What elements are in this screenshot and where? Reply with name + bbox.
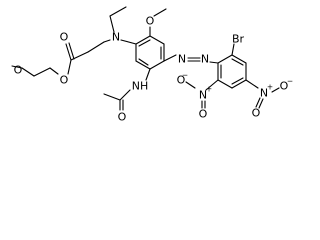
bond	[231, 77, 244, 85]
atom-label-nitro-nitrogen-para: N	[260, 87, 268, 100]
bond	[135, 60, 151, 70]
bond	[49, 67, 59, 75]
bond	[119, 89, 131, 101]
charge-minus-para-nitro: −	[287, 77, 293, 86]
atom-label-nitro-oxygen-anion-lower: O	[177, 74, 186, 87]
bond	[67, 59, 72, 75]
bond	[21, 67, 35, 77]
atom-label-azo-nitrogen-2: N	[201, 53, 209, 66]
atom-label-carbonyl-oxygen: O	[60, 31, 69, 44]
bond	[109, 15, 115, 33]
bond	[271, 87, 280, 93]
bond	[135, 35, 151, 45]
bonds	[11, 6, 280, 111]
bond	[163, 54, 177, 62]
bond	[217, 79, 233, 89]
bond	[70, 51, 89, 61]
bond	[120, 39, 137, 45]
bond	[138, 58, 149, 66]
charge-minus-lower-nitro: −	[182, 71, 188, 80]
atom-label-amide-oxygen: O	[118, 111, 127, 124]
atom-label-nitro-oxygen-anion-para: O	[280, 80, 289, 93]
atom-label-ester-oxygen: O	[60, 74, 69, 87]
bond	[217, 54, 233, 64]
bond	[149, 35, 165, 45]
bond	[145, 68, 151, 81]
bond	[209, 61, 219, 64]
bond	[185, 81, 196, 89]
atom-label-ring-methoxy-oxygen: O	[146, 15, 155, 28]
bond	[87, 41, 105, 53]
charge-plus-lower-nitro: +	[206, 85, 212, 94]
bond	[11, 65, 23, 69]
bond	[153, 8, 167, 17]
bond	[68, 42, 75, 60]
bond	[205, 79, 219, 91]
charge-labels: + − + −	[182, 71, 293, 94]
atom-label-amide-nitrogen: NH	[132, 80, 149, 93]
bond	[103, 93, 121, 101]
bond	[231, 43, 235, 56]
bond	[103, 39, 111, 43]
atom-labels: O O O N O N N Br NH O N O O N O O	[14, 15, 289, 124]
structure-diagram: O O O N O N N Br NH O N O O N O O + − + …	[11, 6, 293, 124]
bond	[109, 6, 127, 17]
bond	[231, 54, 247, 64]
atom-label-azo-nitrogen-1: N	[178, 53, 186, 66]
atom-label-nitro-oxygen-lower: O	[199, 108, 208, 121]
bond	[149, 60, 165, 70]
atom-label-nitro-nitrogen-lower: N	[199, 89, 207, 102]
bond	[231, 79, 247, 89]
bond	[33, 67, 51, 77]
charge-plus-para-nitro: +	[267, 83, 273, 92]
atom-label-methoxy-oxygen-chain: O	[14, 64, 23, 77]
atom-label-nitro-oxygen-para: O	[252, 107, 261, 120]
bond	[255, 97, 261, 108]
atom-label-amine-nitrogen: N	[112, 31, 120, 44]
bond	[258, 98, 264, 109]
bond	[231, 58, 244, 66]
bond	[245, 79, 259, 89]
bond	[65, 43, 72, 61]
atom-label-bromine: Br	[232, 33, 245, 46]
bond	[138, 39, 151, 47]
